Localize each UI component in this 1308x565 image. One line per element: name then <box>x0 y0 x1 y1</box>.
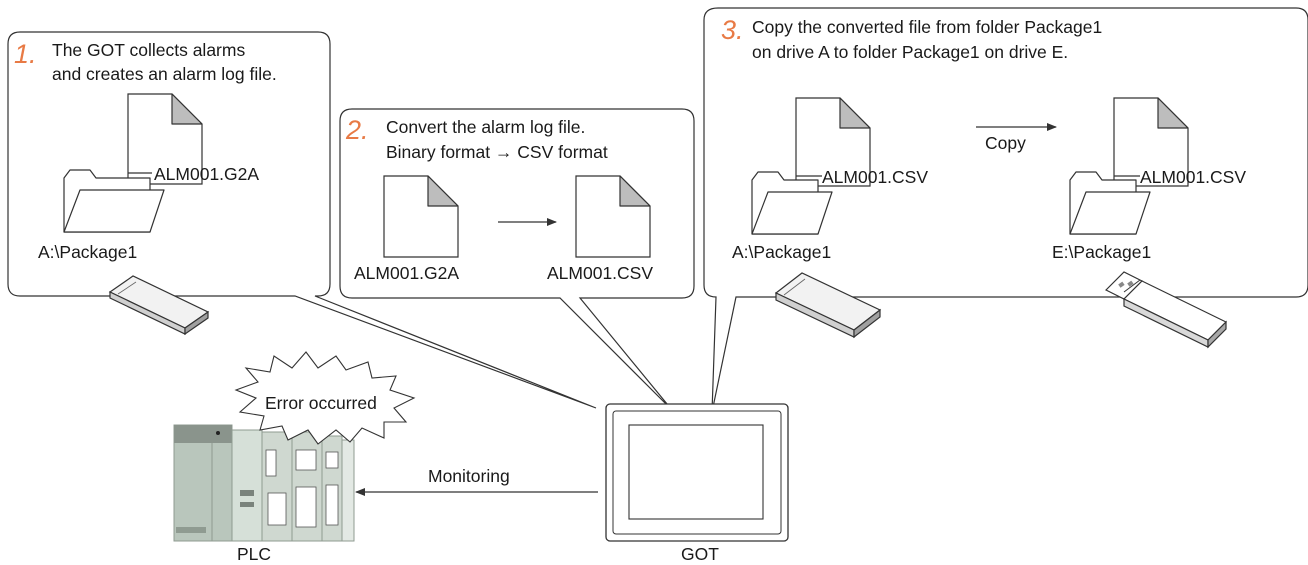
step-2-target-file: ALM001.CSV <box>547 263 653 283</box>
step-1-line1: The GOT collects alarms <box>52 40 245 60</box>
step-2-source-file: ALM001.G2A <box>354 263 459 283</box>
folder-icon-step3-target <box>1069 171 1151 235</box>
step-3-source-folder: A:\Package1 <box>732 242 831 262</box>
copy-label: Copy <box>985 133 1026 153</box>
step-2-line1: Convert the alarm log file. <box>386 117 585 137</box>
step-3-line2: on drive A to folder Package1 on drive E… <box>752 42 1068 62</box>
step-2-line2: Binary format → CSV format <box>386 142 608 162</box>
file-icon-step3-source <box>795 97 871 187</box>
sd-card-icon <box>108 275 210 336</box>
error-burst <box>234 351 416 445</box>
plc-device <box>173 424 355 542</box>
file-icon-step2-source <box>383 175 459 258</box>
usb-drive-icon <box>1104 271 1228 349</box>
folder-icon-step3-source <box>751 171 833 235</box>
step-3-number: 3. <box>721 15 744 45</box>
step-2-number: 2. <box>345 115 369 145</box>
monitoring-label: Monitoring <box>428 466 510 486</box>
step-3-target-file: ALM001.CSV <box>1140 167 1246 187</box>
step-1-number: 1. <box>14 39 37 69</box>
error-text: Error occurred <box>265 393 377 413</box>
got-label: GOT <box>681 544 719 564</box>
step-3-target-folder: E:\Package1 <box>1052 242 1151 262</box>
step-3-line1: Copy the converted file from folder Pack… <box>752 17 1102 37</box>
file-icon-step3-target <box>1113 97 1189 187</box>
step-1-folder-label: A:\Package1 <box>38 242 137 262</box>
got-device <box>605 403 789 542</box>
sd-card-icon-step3 <box>774 272 882 339</box>
plc-label: PLC <box>237 544 271 564</box>
step-1-line2: and creates an alarm log file. <box>52 64 277 84</box>
file-icon-step1 <box>127 93 203 185</box>
step-3-source-file: ALM001.CSV <box>822 167 928 187</box>
step-1-file-label: ALM001.G2A <box>154 164 259 184</box>
file-icon-step2-target <box>575 175 651 258</box>
folder-icon-step1 <box>63 169 165 233</box>
